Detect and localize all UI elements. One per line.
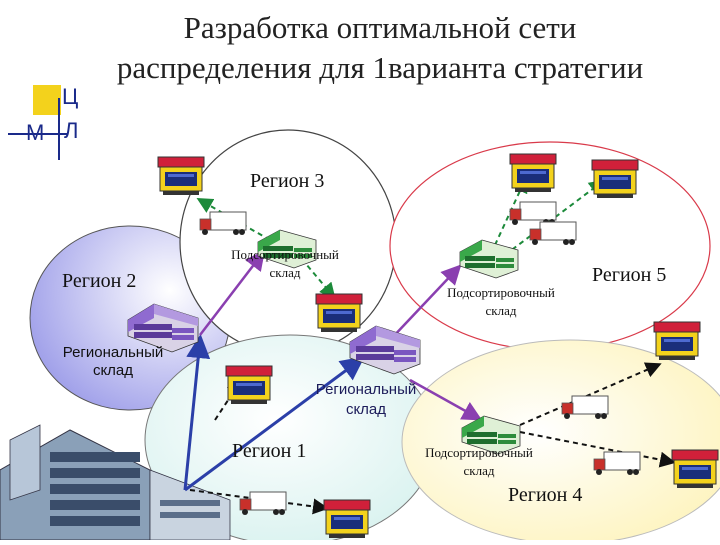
region-3-label: Регион 3	[250, 170, 324, 193]
store-icon	[592, 160, 638, 198]
sort-warehouse-region5-label: Подсортировочный склад	[426, 284, 576, 320]
logo-letter-top: Ц	[62, 84, 78, 110]
sort-warehouse-region3-label: Подсортировочный склад	[210, 246, 360, 282]
store-icon	[672, 450, 718, 488]
store-icon	[158, 157, 204, 195]
page-title: Разработка оптимальной сети распределени…	[60, 8, 700, 88]
logo-letter-right: Л	[64, 118, 78, 144]
region-4-ellipse	[402, 340, 720, 540]
sort-warehouse-region4-label: Подсортировочный склад	[404, 444, 554, 480]
region-1-label: Регион 1	[232, 440, 306, 463]
store-icon	[324, 500, 370, 538]
logo-letter-left: М	[26, 120, 44, 146]
store-icon	[654, 322, 700, 360]
regional-warehouse-center-label: Региональный склад	[296, 380, 436, 420]
regional-warehouse-left-label: Региональный склад	[58, 344, 168, 380]
region-2-label: Регион 2	[62, 270, 136, 293]
region-5-label: Регион 5	[592, 264, 666, 287]
region-4-label: Регион 4	[508, 484, 582, 507]
store-icon	[316, 294, 362, 332]
title-line-2: распределения для 1варианта стратегии	[60, 48, 700, 88]
store-icon	[226, 366, 272, 404]
title-line-1: Разработка оптимальной сети	[60, 8, 700, 48]
store-icon	[510, 154, 556, 192]
